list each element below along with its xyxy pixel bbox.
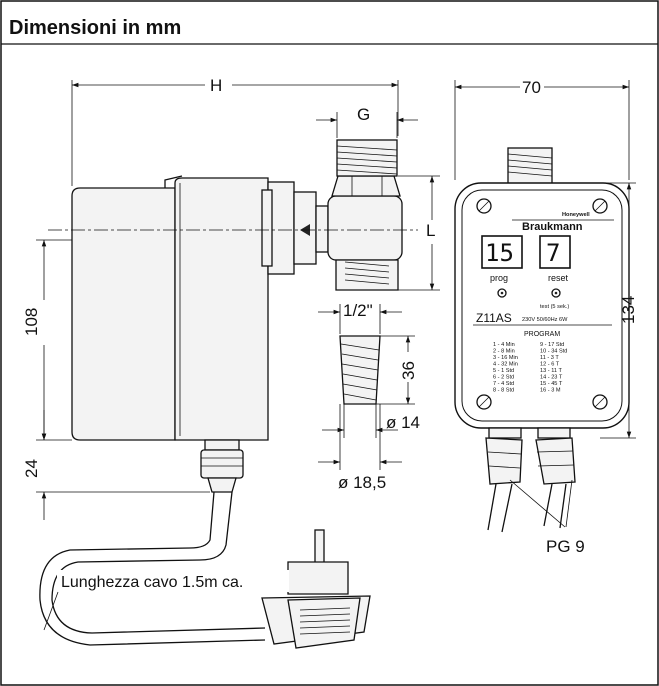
- power-plug: [261, 529, 371, 649]
- display-left: 15: [485, 239, 514, 267]
- program-item: 14 - 23 T: [540, 375, 563, 381]
- program-item: 8 - 8 Std: [493, 388, 514, 394]
- dim-24: 24: [22, 459, 41, 478]
- test-label: test (5 sek.): [540, 304, 569, 310]
- program-item: 3 - 16 Min: [493, 355, 518, 361]
- actuator-front-view: [454, 147, 630, 533]
- program-list-left: 1 - 4 Min 2 - 8 Min 3 - 16 Min 4 - 32 Mi…: [493, 342, 518, 394]
- dim-108: 108: [22, 308, 41, 336]
- program-title: PROGRAM: [524, 331, 560, 338]
- program-item: 2 - 8 Min: [493, 349, 515, 355]
- reset-label: reset: [548, 273, 569, 283]
- program-item: 15 - 45 T: [540, 381, 563, 387]
- brand-honeywell: Honeywell: [562, 212, 590, 218]
- power-cable: [39, 491, 266, 646]
- dim-70: 70: [522, 78, 541, 97]
- actuator-side-view: [71, 139, 403, 493]
- dim-36: 36: [399, 361, 418, 380]
- cable-label-bg: [57, 570, 289, 592]
- program-item: 11 - 3 T: [540, 355, 559, 361]
- cable-length-label: Lunghezza cavo 1.5m ca.: [61, 574, 243, 591]
- program-item: 6 - 2 Std: [493, 375, 514, 381]
- tail-piece: [339, 335, 381, 405]
- program-item: 4 - 32 Min: [493, 362, 518, 368]
- program-item: 16 - 3 M: [540, 388, 561, 394]
- program-item: 13 - 11 T: [540, 368, 562, 374]
- program-item: 9 - 17 Std: [540, 342, 564, 348]
- brand-braukmann: Braukmann: [522, 221, 583, 233]
- program-item: 5 - 1 Std: [493, 368, 514, 374]
- dim-L: L: [426, 221, 435, 240]
- cable-leader: [43, 591, 59, 631]
- dim-H: H: [210, 76, 222, 95]
- prog-label: prog: [490, 273, 508, 283]
- model-specs: 230V 50/60Hz 6W: [522, 317, 568, 323]
- program-list-right: 9 - 17 Std 10 - 34 Std 11 - 3 T 12 - 6 T…: [540, 342, 567, 394]
- program-item: 7 - 4 Std: [493, 381, 514, 387]
- program-item: 1 - 4 Min: [493, 342, 515, 348]
- drawing-title: Dimensioni in mm: [9, 17, 181, 39]
- dim-thread: 1/2": [343, 301, 373, 320]
- display-right: 7: [546, 239, 560, 267]
- dim-134: 134: [619, 296, 638, 324]
- dim-diam-14: ø 14: [386, 413, 420, 432]
- program-item: 12 - 6 T: [540, 362, 560, 368]
- dim-diam-18-5: ø 18,5: [338, 473, 386, 492]
- dim-pg9: PG 9: [546, 537, 585, 556]
- model-label: Z11AS: [476, 311, 512, 325]
- program-item: 10 - 34 Std: [540, 349, 567, 355]
- dim-G: G: [357, 105, 370, 124]
